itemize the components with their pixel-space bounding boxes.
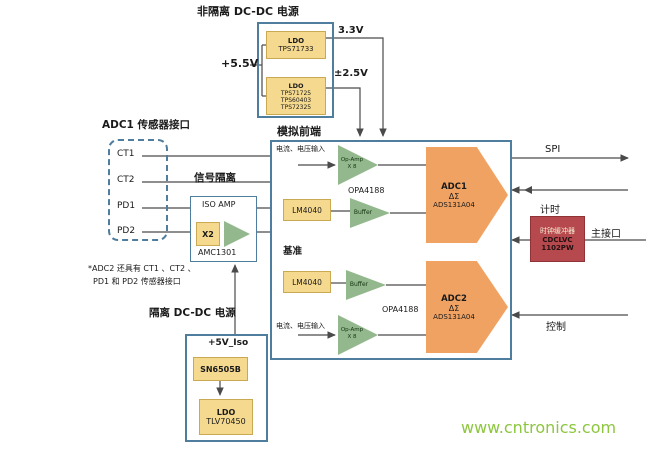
afe-box <box>270 140 512 360</box>
iso-power-title: 隔离 DC-DC 电源 <box>149 307 236 319</box>
opamp-bottom-text: Op-Amp X 8 <box>339 327 365 341</box>
iso-gain-module: X2 <box>196 222 220 246</box>
ldo2-module: LDO TPS71725 TPS60403 TPS72325 <box>266 77 326 115</box>
sensor-block-title: ADC1 传感器接口 <box>102 119 191 131</box>
iso-ldo-name: LDO <box>216 408 236 417</box>
host-interface-lines <box>511 154 646 319</box>
ldo2-part-1: TPS71725 <box>280 89 312 97</box>
afe-input-top-label: 电流、电压输入 <box>276 145 325 153</box>
ldo1-part: TPS71733 <box>278 45 314 53</box>
isolation-title: 信号隔离 <box>194 172 236 184</box>
sensor-box <box>108 139 168 241</box>
vref-top-module: LM4040 <box>283 199 331 221</box>
opamp-bottom-line1: Op-Amp <box>340 327 364 333</box>
clock-buffer-block: 时钟缓冲器 CDCLVC 1102PW <box>530 216 585 262</box>
iso-ldo-module: LDO TLV70450 <box>199 399 253 435</box>
adc1-type: ΔΣ <box>448 191 460 201</box>
buffer-bottom-label: Buffer <box>349 281 369 288</box>
iso-driver-label: SN6505B <box>200 364 241 374</box>
iso-amp-label: ISO AMP <box>202 200 236 209</box>
vref-top-label: LM4040 <box>292 205 322 215</box>
footnote-line-2: PD1 和 PD2 传感器接口 <box>93 277 181 286</box>
nonisolated-power-title: 非隔离 DC-DC 电源 <box>197 5 299 18</box>
opamp-bottom-line2: X 8 <box>347 333 357 340</box>
sensor-item-pd2: PD2 <box>117 226 136 236</box>
reference-label: 基准 <box>283 246 303 257</box>
sensor-item-ct2: CT2 <box>117 175 135 185</box>
sensor-item-pd1: PD1 <box>117 201 136 211</box>
afe-title: 模拟前端 <box>277 125 321 138</box>
watermark: www.cntronics.com <box>461 418 617 437</box>
ldo2-part-2: TPS60403 <box>280 96 312 104</box>
afe-internal-lines <box>298 161 426 339</box>
control-label: 控制 <box>546 322 566 333</box>
clock-buffer-part1: CDCLVC <box>542 236 573 244</box>
iso-part-label: AMC1301 <box>198 248 237 257</box>
iso-driver-module: SN6505B <box>193 357 248 381</box>
iso-gain-label: X2 <box>202 229 214 239</box>
adc2-part: ADS131A04 <box>433 312 475 321</box>
buffer-top-label: Buffer <box>353 209 373 216</box>
spi-label: SPI <box>545 144 561 155</box>
ldo2-name: LDO <box>288 81 304 90</box>
ldo1-module: LDO TPS71733 <box>266 31 326 59</box>
opamp-bottom-part: OPA4188 <box>382 305 419 314</box>
iso-rail-label: +5V_Iso <box>208 338 249 348</box>
timing-label: 计时 <box>540 205 560 216</box>
vref-bottom-label: LM4040 <box>292 277 322 287</box>
opamp-top-part: OPA4188 <box>348 186 385 195</box>
afe-input-bottom-label: 电流、电压输入 <box>276 322 325 330</box>
adc1-part: ADS131A04 <box>433 200 475 209</box>
opamp-top-line1: Op-Amp <box>340 157 364 163</box>
rail-3v3-label: 3.3V <box>338 25 364 36</box>
adc2-type: ΔΣ <box>448 303 460 313</box>
adc1-name: ADC1 <box>441 181 467 192</box>
ldo2-part-3: TPS72325 <box>280 103 312 111</box>
input-voltage-label: +5.5V <box>221 57 259 70</box>
iso-power-box <box>185 334 268 442</box>
ldo1-name: LDO <box>287 37 305 45</box>
opamp-top-line2: X 8 <box>347 163 357 170</box>
sensor-item-ct1: CT1 <box>117 149 135 159</box>
rail-2v5-label: ±2.5V <box>334 68 368 79</box>
iso-ldo-part: TLV70450 <box>206 417 246 426</box>
power-supply-lines <box>216 37 387 396</box>
host-interface-label: 主接口 <box>591 229 621 240</box>
adc2-name: ADC2 <box>441 293 467 304</box>
footnote-line-1: *ADC2 还具有 CT1 、CT2 、 <box>88 264 196 273</box>
opamp-top-text: Op-Amp X 8 <box>339 157 365 171</box>
clock-buffer-part2: 1102PW <box>541 244 574 252</box>
vref-bottom-module: LM4040 <box>283 271 331 293</box>
nonisolated-power-box <box>257 22 334 118</box>
clock-buffer-title: 时钟缓冲器 <box>540 227 575 235</box>
